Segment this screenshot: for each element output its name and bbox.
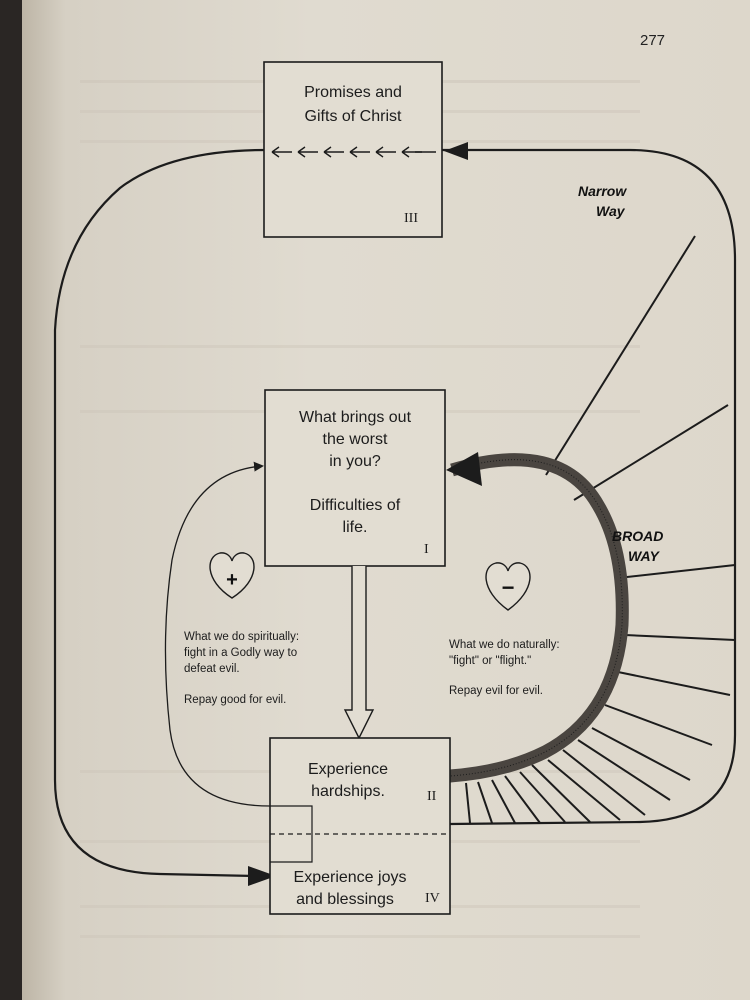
narrow-way-loop — [440, 148, 737, 826]
narrow-way-label-1: Narrow — [578, 183, 627, 199]
promises-box-line-1: Promises and — [304, 84, 402, 101]
broad-way-label-2: WAY — [628, 548, 661, 564]
worst-box-numeral: I — [424, 542, 429, 557]
promises-box-line-2: Gifts of Christ — [305, 108, 402, 125]
plus-text-1: What we do spiritually: — [184, 631, 299, 643]
worst-box-line-1: What brings out — [299, 409, 412, 426]
minus-text-1: What we do naturally: — [449, 639, 560, 651]
narrow-arrowhead — [444, 142, 468, 160]
hardships-box-line-1: Experience — [308, 761, 388, 778]
plus-text-2: fight in a Godly way to — [184, 647, 297, 659]
broad-way-label-1: BROAD — [612, 528, 663, 544]
joys-box-numeral: IV — [425, 891, 440, 906]
narrow-way-label-2: Way — [596, 203, 626, 219]
promises-box-numeral: III — [404, 211, 418, 226]
heart-minus-icon — [485, 562, 531, 611]
hardships-box-numeral: II — [427, 789, 437, 804]
broad-way-arrowhead — [446, 452, 482, 486]
heart-minus-symbol: − — [502, 575, 515, 600]
joys-arrowhead — [248, 866, 276, 886]
worst-box-line-6: life. — [343, 519, 368, 536]
plus-text-5: Repay good for evil. — [184, 694, 286, 706]
left-return-loop — [53, 148, 267, 878]
narrow-way-spokes — [465, 235, 736, 824]
hardships-joys-box — [269, 737, 451, 915]
plus-text-3: defeat evil. — [184, 663, 240, 675]
spiritual-path — [164, 461, 271, 807]
joys-box-line-2: and blessings — [296, 891, 394, 908]
worst-box-line-3: in you? — [329, 453, 381, 470]
minus-text-2: "fight" or "flight." — [449, 655, 531, 667]
joys-box-line-1: Experience joys — [294, 869, 407, 886]
worst-box — [264, 389, 446, 567]
promises-inner-arrows — [271, 146, 436, 158]
hollow-down-arrow — [343, 566, 375, 740]
worst-box-line-5: Difficulties of — [310, 497, 401, 514]
hardships-box-line-2: hardships. — [311, 783, 385, 800]
page-number: 277 — [640, 32, 666, 49]
broad-way-band-edge — [449, 459, 623, 777]
minus-text-4: Repay evil for evil. — [449, 685, 543, 697]
broad-way-band — [449, 453, 629, 783]
worst-box-line-2: the worst — [323, 431, 388, 448]
heart-plus-symbol: + — [226, 569, 238, 591]
heart-plus-icon — [209, 552, 255, 599]
inner-box-outline — [270, 805, 313, 863]
